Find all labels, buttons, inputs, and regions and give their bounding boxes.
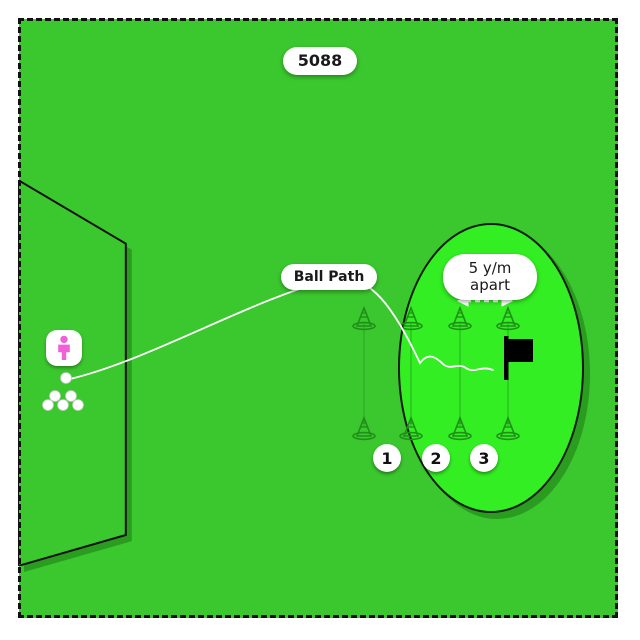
lane-marker-1[interactable]: 1 — [373, 444, 401, 472]
golf-ball-icon — [42, 372, 84, 411]
lane-marker-3[interactable]: 3 — [470, 444, 498, 472]
flag-icon — [504, 336, 533, 380]
hole-id-label: 5088 — [283, 47, 357, 75]
cone-spacing-value: 5 y/m — [468, 258, 512, 277]
lane-marker-2[interactable]: 2 — [422, 444, 450, 472]
cone-spacing-label: 5 y/m apart — [443, 254, 537, 300]
ball-path-label: Ball Path — [281, 264, 377, 290]
player-marker[interactable] — [46, 330, 82, 366]
cone-spacing-unit: apart — [470, 276, 510, 294]
person-icon — [58, 335, 70, 360]
